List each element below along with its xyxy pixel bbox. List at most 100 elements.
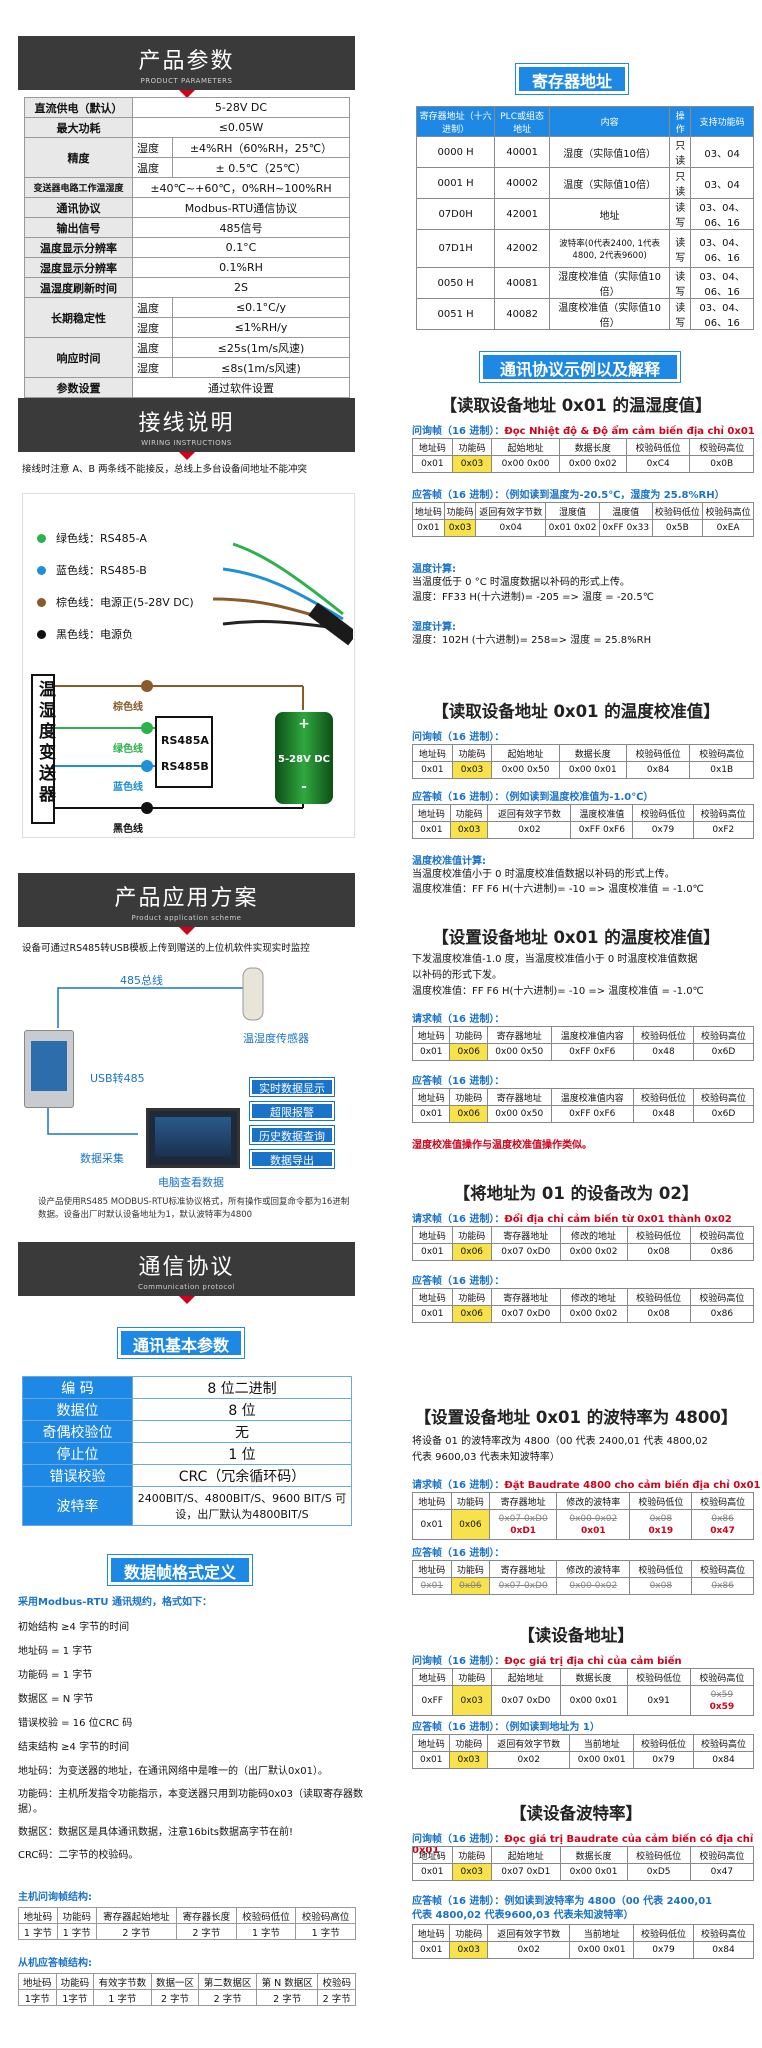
header-cell: 地址码	[18, 1907, 58, 1924]
green-dot-icon	[37, 534, 46, 543]
table-cell: 03、04、06、16	[690, 229, 754, 268]
s5-request-label: 请求帧（16 进制）：Đặt Baudrate 4800 cho cảm biế…	[412, 1476, 761, 1491]
data-cell: 0x01	[412, 1305, 453, 1323]
data-cell: 0xFF 0xF6	[550, 1043, 634, 1061]
table-row: 变送器电路工作温湿度±40℃~+60℃，0%RH~100%RH	[24, 177, 350, 198]
s5-answer-label: 应答帧（16 进制）：	[412, 1548, 505, 1559]
s6-query-label: 问询帧（16 进制）：Đọc giá trị địa chỉ của cảm b…	[412, 1652, 682, 1667]
data-cell: 0x00 0x50	[486, 1043, 552, 1061]
rs485-box: RS485A RS485B	[155, 716, 213, 788]
frame-format-heading: 数据帧格式定义	[108, 1555, 252, 1585]
header-cell: 当前地址	[569, 1734, 634, 1752]
s5-desc-2: 代表 9600,03 代表未知波特率）	[412, 1452, 560, 1463]
data-cell: 0x48	[632, 1043, 694, 1061]
header-cell: 内容	[549, 106, 671, 137]
rs485a-label: RS485A	[161, 734, 209, 747]
s3-title: 【设置设备地址 0x01 的温度校准值】	[432, 928, 720, 947]
header-cell: 地址码	[412, 1846, 453, 1864]
table-cell: 03、04、06、16	[690, 198, 754, 230]
header-cell: 寄存器地址	[491, 1226, 561, 1244]
table-cell: 波特率(0代表2400, 1代表4800, 2代表9600)	[549, 229, 671, 268]
header-row: 地址码功能码返回有效字节数当前地址校验码低位校验码高位	[411, 1924, 755, 1942]
s6-title: 【读设备地址】	[518, 1626, 634, 1645]
legend-label: 黑色线：电源负	[56, 628, 133, 641]
table-cell: 2 字节	[255, 1989, 319, 2006]
data-cell: 0x03	[443, 519, 477, 537]
history-button[interactable]: 历史数据查询	[250, 1126, 334, 1144]
header-cell: 功能码	[451, 438, 493, 456]
data-cell: 0x01	[412, 519, 445, 537]
table-cell: 0050 H	[415, 267, 496, 299]
header-cell: 校验码低位	[632, 804, 694, 822]
banner-subtitle: Product application scheme	[131, 914, 242, 922]
data-cell: 0x00 0x01	[558, 761, 627, 779]
wiring-banner: 接线说明 WIRING INSTRUCTIONS	[18, 398, 355, 460]
data-cell: 0x03	[451, 761, 493, 779]
param-subkey: 温度	[132, 337, 173, 358]
param-subkey: 温度	[132, 297, 173, 318]
data-cell: 0x00 0x01	[559, 1863, 628, 1881]
header-cell: 支持功能码	[690, 106, 754, 137]
s7-title: 【读设备波特率】	[510, 1804, 642, 1823]
banner-title: 接线说明	[138, 411, 235, 436]
table-cell: 读写	[669, 298, 692, 330]
s7-answer-label-1: 应答帧（16 进制）：例如读到波特率为 4800（00 代表 2400,01	[412, 1896, 713, 1907]
data-cell: 0xFF	[412, 1685, 453, 1716]
alarm-button[interactable]: 超限报警	[250, 1102, 334, 1120]
header-cell: 功能码	[451, 1226, 493, 1244]
legend-black: 黑色线：电源负	[37, 626, 133, 642]
header-cell: 地址码	[412, 438, 453, 456]
banner-title: 产品应用方案	[114, 886, 259, 911]
corrected-value: 0x01	[581, 1525, 606, 1536]
banner-subtitle: WIRING INSTRUCTIONS	[141, 439, 232, 447]
comm-key: 停止位	[22, 1442, 133, 1465]
data-cell: 0x00 0x00	[491, 455, 560, 473]
s2-calc-line2: 温度校准值：FF F6 H(十六进制)= -10 => 温度校准值 = -1.0…	[412, 884, 704, 895]
table-row: 地址码功能码有效字节数数据一区第二数据区第 N 数据区校验码	[18, 1973, 356, 1990]
data-cell: 0x91	[626, 1685, 691, 1716]
frame-line: 初始结构 ≥4 字节的时间	[18, 1622, 130, 1633]
banner-arrow-icon	[178, 927, 195, 935]
data-cell: 0x03	[451, 1685, 493, 1716]
param-subkey: 湿度	[132, 137, 173, 158]
example-heading: 通讯协议示例以及解释	[480, 352, 680, 382]
struck-value: 0x08	[649, 1513, 673, 1524]
header-cell: 地址码	[412, 804, 451, 822]
frame-line: 功能码：主机所发指令功能指示，本变送器只用到功能码0x03（读取寄存器数据）。	[18, 1789, 364, 1815]
s4-title: 【将地址为 01 的设备改为 02】	[453, 1184, 699, 1203]
header-cell: 起始地址	[491, 438, 560, 456]
header-cell: 校验码高位	[692, 1026, 755, 1044]
param-value: 5-28V DC	[132, 97, 350, 118]
table-cell: 1 字节	[18, 1923, 58, 1940]
data-cell: 0x06	[449, 1043, 488, 1061]
header-cell: 校验码高位	[702, 502, 754, 520]
export-button[interactable]: 数据导出	[250, 1150, 334, 1168]
header-cell: 地址码	[412, 1226, 453, 1244]
label-text: 问询帧（16 进制）：	[412, 1834, 505, 1845]
realtime-button[interactable]: 实时数据显示	[250, 1078, 334, 1096]
left-column: 产品参数 PRODUCT PARAMETERS 直流供电（默认）5-28V DC…	[0, 0, 375, 2048]
table-cell: 2 字节	[95, 1923, 178, 1940]
param-value: 2S	[132, 277, 350, 298]
data-cell: 0xEA	[702, 519, 754, 537]
data-cell: 0x06	[451, 1243, 493, 1261]
header-row: 地址码功能码返回有效字节数温度校准值校验码低位校验码高位	[412, 804, 755, 822]
s1-query-label: 问询帧（16 进制）：Đọc Nhiệt độ & Độ ẩm cảm biến…	[412, 422, 755, 437]
data-cell: 0x07 0xD0	[491, 1243, 561, 1261]
data-cell: 0x01	[412, 455, 453, 473]
comm-value: 8 位	[132, 1398, 352, 1421]
table-cell: 2 字节	[198, 1989, 257, 2006]
table-cell: 40002	[494, 167, 551, 199]
header-cell: 功能码	[450, 1560, 491, 1578]
data-cell: 0x07 0xD0	[491, 1685, 561, 1716]
frame-intro: 采用Modbus-RTU 通讯规约，格式如下：	[18, 1597, 213, 1608]
data-cell: 0x02	[486, 1751, 571, 1769]
